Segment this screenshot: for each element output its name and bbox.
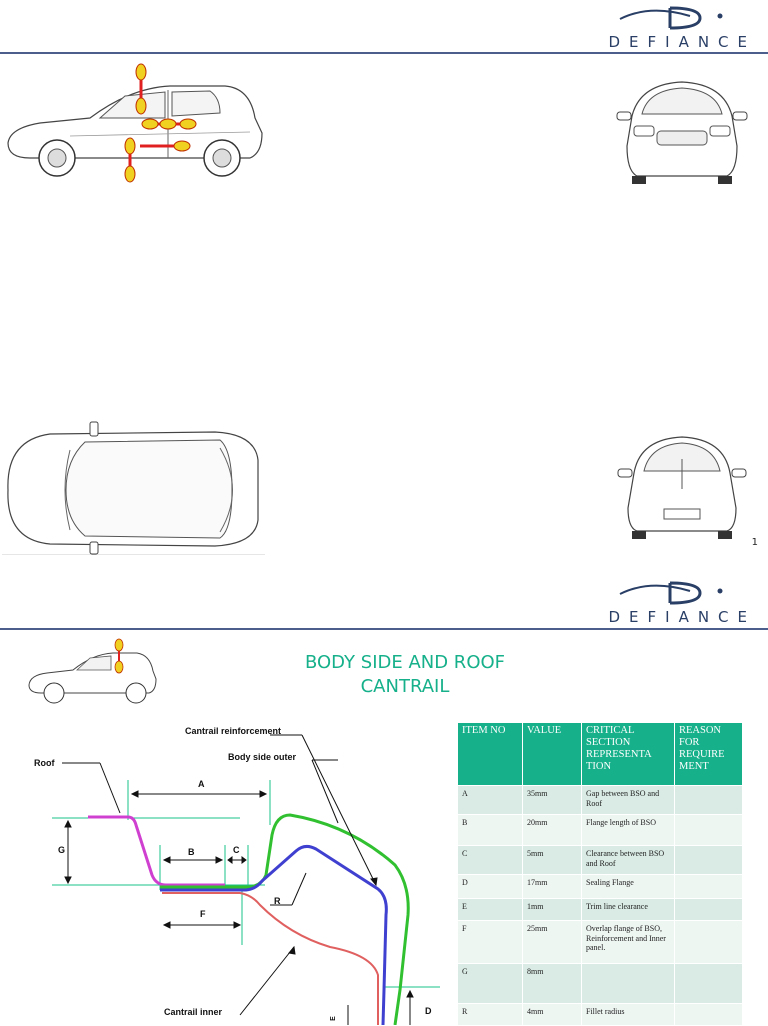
table-row: B 20mm Flange length of BSO [457, 814, 743, 846]
dim-label-a: A [198, 779, 205, 789]
dim-label-c: C [233, 845, 240, 855]
cell-item: C [457, 845, 523, 875]
cell-reason [674, 874, 743, 899]
dim-label-g: G [58, 845, 66, 855]
cell-value: 1mm [522, 898, 582, 921]
header-reason: REASON FOR REQUIRE MENT [674, 722, 743, 786]
rear-view-car [617, 436, 747, 539]
cell-value: 20mm [522, 814, 582, 846]
cell-reason [674, 920, 743, 964]
label-cantrail-reinforcement: Cantrail reinforcement [185, 726, 282, 736]
dim-label-b: B [188, 847, 195, 857]
page-number: 1 [751, 537, 758, 548]
cell-critical [581, 963, 675, 1004]
table-row: A 35mm Gap between BSO and Roof [457, 785, 743, 815]
label-roof: Roof [34, 758, 55, 768]
cell-value: 5mm [522, 845, 582, 875]
logo-mark-icon [619, 581, 723, 605]
cell-item: B [457, 814, 523, 846]
logo-wordmark: DEFIANCE [608, 608, 756, 626]
cell-value: 17mm [522, 874, 582, 899]
cell-item: F [457, 920, 523, 964]
cantrail-section-diagram [52, 734, 440, 1025]
cell-item: R [457, 1003, 523, 1026]
cell-critical: Trim line clearance [581, 898, 675, 921]
table-header-row: ITEM NO VALUE CRITICAL SECTION REPRESENT… [457, 722, 743, 786]
cell-item: A [457, 785, 523, 815]
cell-reason [674, 814, 743, 846]
dim-label-r: R [274, 896, 281, 906]
cell-reason [674, 898, 743, 921]
top-view-car [2, 421, 265, 555]
cell-critical: Sealing Flange [581, 874, 675, 899]
table-row: D 17mm Sealing Flange [457, 874, 743, 899]
slide-title: BODY SIDE AND ROOF CANTRAIL [290, 651, 520, 699]
header-rule [0, 52, 768, 54]
cell-critical: Overlap flange of BSO, Reinforcement and… [581, 920, 675, 964]
defiance-logo: DEFIANCE [560, 581, 760, 626]
cell-item: E [457, 898, 523, 921]
table-row: F 25mm Overlap flange of BSO, Reinforcem… [457, 920, 743, 964]
label-cantrail-inner: Cantrail inner [164, 1007, 223, 1017]
slide-1: DEFIANCE [0, 6, 768, 555]
cell-value: 4mm [522, 1003, 582, 1026]
header-critical-section: CRITICAL SECTION REPRESENTA TION [581, 722, 675, 786]
label-body-side-outer: Body side outer [228, 752, 297, 762]
cell-critical: Clearance between BSO and Roof [581, 845, 675, 875]
logo-wordmark: DEFIANCE [608, 33, 756, 51]
cell-item: D [457, 874, 523, 899]
cell-critical: Flange length of BSO [581, 814, 675, 846]
table-row: G 8mm [457, 963, 743, 1004]
cell-value: 8mm [522, 963, 582, 1004]
header-item-no: ITEM NO [457, 722, 523, 786]
title-line-1: BODY SIDE AND ROOF [304, 652, 506, 673]
front-view-car [616, 81, 748, 184]
cell-value: 25mm [522, 920, 582, 964]
header-rule [0, 628, 768, 630]
dim-label-d: D [425, 1006, 432, 1016]
measurement-markers [124, 63, 197, 183]
cell-reason [674, 963, 743, 1004]
cell-reason [674, 845, 743, 875]
slide-2: DEFIANCE BODY SIDE AND ROOF CANTRAIL [0, 575, 768, 1026]
logo-mark-icon [619, 6, 723, 30]
cell-item: G [457, 963, 523, 1004]
thumbnail-car [28, 638, 157, 704]
side-view-car [7, 63, 263, 183]
title-line-2: CANTRAIL [360, 676, 450, 697]
cell-reason [674, 785, 743, 815]
dim-label-e: E [329, 1016, 337, 1021]
table-row: E 1mm Trim line clearance [457, 898, 743, 921]
cell-value: 35mm [522, 785, 582, 815]
dim-label-f: F [200, 909, 206, 919]
cell-reason [674, 1003, 743, 1026]
critical-section-table: ITEM NO VALUE CRITICAL SECTION REPRESENT… [457, 722, 743, 1026]
defiance-logo: DEFIANCE [560, 6, 760, 51]
header-value: VALUE [522, 722, 582, 786]
table-row: C 5mm Clearance between BSO and Roof [457, 845, 743, 875]
cell-critical: Fillet radius [581, 1003, 675, 1026]
table-row: R 4mm Fillet radius [457, 1003, 743, 1026]
cell-critical: Gap between BSO and Roof [581, 785, 675, 815]
